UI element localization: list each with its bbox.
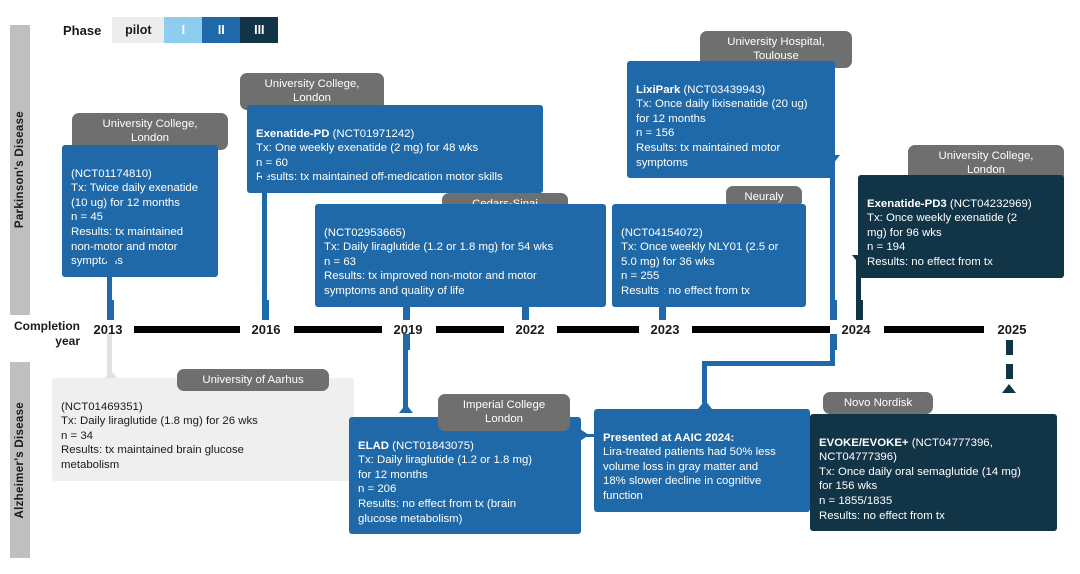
phase-chip-3: III xyxy=(240,17,279,43)
tick-2019 xyxy=(403,300,410,320)
connector-exenatide-pd xyxy=(262,174,267,320)
connector-arrow-evoke xyxy=(1002,384,1016,393)
card-aaic-2024-title: Presented at AAIC 2024: xyxy=(603,431,735,444)
connector-2024-vertical xyxy=(830,334,835,366)
connector-arrow-elad xyxy=(399,404,413,413)
card-exenatide-pd-title: Exenatide-PD xyxy=(256,127,330,140)
connector-2024-horizontal xyxy=(702,361,835,366)
tick-2023 xyxy=(659,300,666,320)
card-exenatide-pd3: Exenatide-PD3 (NCT04232969) Tx: Once wee… xyxy=(858,175,1064,278)
connector-lixipark xyxy=(830,159,835,320)
card-elad-title: ELAD xyxy=(358,439,390,452)
tick-2024-lower xyxy=(830,334,837,350)
axis-label-line2: year xyxy=(55,334,80,348)
tick-2024-blue xyxy=(830,300,837,320)
card-nly01-body: (NCT04154072) Tx: Once weekly NLY01 (2.5… xyxy=(621,226,779,297)
year-2019: 2019 xyxy=(393,322,423,337)
card-lixipark: LixiPark (NCT03439943) Tx: Once daily li… xyxy=(627,61,835,179)
year-2025: 2025 xyxy=(997,322,1027,337)
connector-arrow-elad-to-aaic xyxy=(580,429,589,441)
phase-chip-2: II xyxy=(202,17,241,43)
axis-segment-2024-2025 xyxy=(884,326,984,333)
institution-exenatide-pd: University College, London xyxy=(240,73,384,110)
card-lixipark-title: LixiPark xyxy=(636,83,681,96)
connector-elad xyxy=(403,334,408,408)
tick-2019-lower xyxy=(403,334,410,350)
phase-chip-pilot: pilot xyxy=(112,17,165,43)
year-2023: 2023 xyxy=(650,322,680,337)
tick-2013 xyxy=(107,300,114,320)
phase-legend: Phase pilot I II III xyxy=(63,17,279,43)
axis-segment-2023-2024 xyxy=(692,326,830,333)
tick-2024-navy xyxy=(856,300,863,320)
card-liraglutide-pd: (NCT02953665) Tx: Daily liraglutide (1.2… xyxy=(315,204,606,307)
phase-legend-title: Phase xyxy=(63,22,102,38)
card-lixipark-body: (NCT03439943) Tx: Once daily lixisenatid… xyxy=(636,83,808,169)
card-evoke-body: (NCT04777396, NCT04777396) Tx: Once dail… xyxy=(819,436,1021,522)
tick-2016 xyxy=(262,300,269,320)
connector-evoke-dash-1 xyxy=(1006,340,1013,355)
axis-segment-2013-2016 xyxy=(134,326,240,333)
card-evoke: EVOKE/EVOKE+ (NCT04777396, NCT04777396) … xyxy=(810,414,1057,532)
axis-label-line1: Completion xyxy=(14,319,80,333)
card-exenatide-pilot: (NCT01174810) Tx: Twice daily exenatide … xyxy=(62,145,218,277)
year-2013: 2013 xyxy=(93,322,123,337)
connector-aaic-stub xyxy=(702,361,707,403)
year-2024: 2024 xyxy=(841,322,871,337)
band-alzheimers: Alzheimer's Disease xyxy=(10,362,30,558)
band-parkinsons: Parkinson's Disease xyxy=(10,25,30,315)
band-alzheimers-label: Alzheimer's Disease xyxy=(14,401,26,519)
card-aaic-2024-body: Lira-treated patients had 50% less volum… xyxy=(603,446,776,502)
year-2022: 2022 xyxy=(515,322,545,337)
card-nly01: (NCT04154072) Tx: Once weekly NLY01 (2.5… xyxy=(612,204,806,307)
institution-liraglutide-ad-pilot: University of Aarhus xyxy=(177,369,329,392)
connector-evoke-dash-2 xyxy=(1006,364,1013,379)
card-evoke-title: EVOKE/EVOKE+ xyxy=(819,436,909,449)
institution-nly01: Neuraly xyxy=(726,186,802,209)
connector-exenatide-pd3 xyxy=(856,259,861,320)
card-exenatide-pilot-body: (NCT01174810) Tx: Twice daily exenatide … xyxy=(71,167,199,268)
phase-chip-1: I xyxy=(164,17,203,43)
institution-evoke: Novo Nordisk xyxy=(823,392,933,415)
connector-liraglutide-ad-pilot xyxy=(107,334,112,374)
connector-exenatide-pilot xyxy=(107,262,112,320)
tick-2022 xyxy=(522,300,529,320)
institution-exenatide-pilot: University College, London xyxy=(72,113,228,150)
axis-segment-2019-2022 xyxy=(436,326,504,333)
axis-segment-2022-2023 xyxy=(557,326,639,333)
card-liraglutide-pd-body: (NCT02953665) Tx: Daily liraglutide (1.2… xyxy=(324,226,554,297)
band-parkinsons-label: Parkinson's Disease xyxy=(14,111,26,229)
card-exenatide-pd: Exenatide-PD (NCT01971242) Tx: One weekl… xyxy=(247,105,543,193)
connector-arrow-liraglutide-ad-pilot xyxy=(104,370,118,379)
connector-arrow-aaic xyxy=(698,400,712,409)
card-elad: ELAD (NCT01843075) Tx: Daily liraglutide… xyxy=(349,417,581,535)
card-aaic-2024: Presented at AAIC 2024: Lira-treated pat… xyxy=(594,409,810,512)
institution-elad: Imperial College London xyxy=(438,394,570,431)
card-liraglutide-ad-pilot: (NCT01469351) Tx: Daily liraglutide (1.8… xyxy=(52,378,354,481)
card-liraglutide-ad-pilot-body: (NCT01469351) Tx: Daily liraglutide (1.8… xyxy=(61,400,258,471)
card-exenatide-pd3-title: Exenatide-PD3 xyxy=(867,197,947,210)
axis-label: Completion year xyxy=(2,319,80,349)
card-elad-body: (NCT01843075) Tx: Daily liraglutide (1.2… xyxy=(358,439,533,525)
axis-segment-2016-2019 xyxy=(294,326,382,333)
card-exenatide-pd3-body: (NCT04232969) Tx: Once weekly exenatide … xyxy=(867,197,1032,268)
year-2016: 2016 xyxy=(251,322,281,337)
